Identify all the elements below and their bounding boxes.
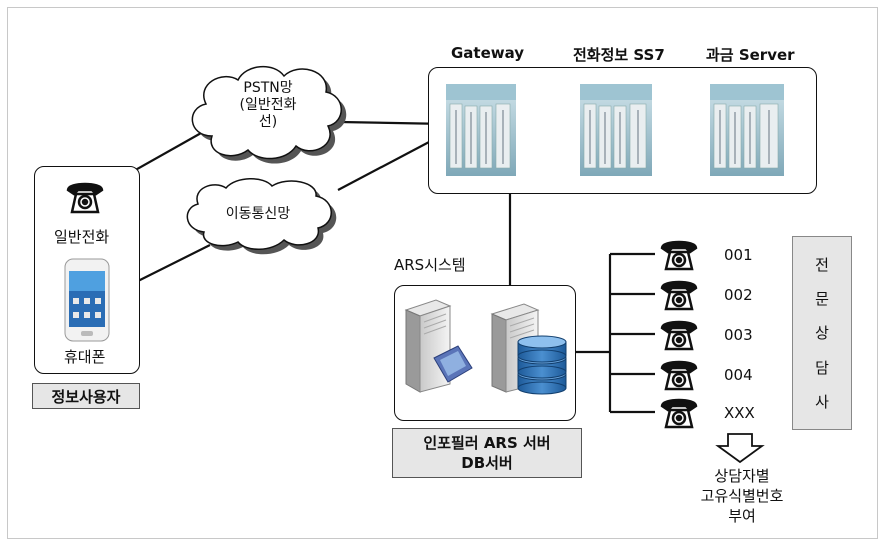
expert-char: 사 bbox=[815, 393, 829, 412]
agent-code-label: XXX bbox=[724, 404, 755, 422]
agent-code-label: 002 bbox=[724, 286, 753, 304]
expert-counselor-panel: 전 문 상 담 사 bbox=[792, 236, 852, 430]
info-user-plate: 정보사용자 bbox=[32, 383, 140, 409]
ars-server-plate: 인포필러 ARS 서버 DB서버 bbox=[392, 428, 582, 478]
billing-label: 과금 Server bbox=[706, 46, 795, 64]
ss7-label: 전화정보 SS7 bbox=[573, 46, 665, 64]
ars-db-server-icon bbox=[404, 299, 567, 395]
down-arrow-icon bbox=[715, 433, 765, 464]
billing-server-icon bbox=[710, 84, 784, 176]
agent-code-label: 003 bbox=[724, 326, 753, 344]
agent-code-label: 004 bbox=[724, 366, 753, 384]
agent-phone-icon bbox=[660, 280, 698, 311]
ss7-server-icon bbox=[580, 84, 652, 176]
gateway-server-icon bbox=[446, 84, 516, 176]
expert-char: 문 bbox=[815, 290, 829, 309]
pstn-cloud-label: PSTN망 (일반전화 선) bbox=[239, 80, 297, 130]
ars-system-title: ARS시스템 bbox=[394, 256, 466, 274]
agent-phone-icon bbox=[660, 240, 698, 271]
cloud-mobile bbox=[186, 178, 337, 255]
gateway-label: Gateway bbox=[451, 44, 525, 62]
mobile-label: 휴대폰 bbox=[64, 348, 106, 366]
landline-phone-icon bbox=[66, 182, 104, 214]
expert-char: 담 bbox=[815, 358, 829, 377]
agent-code-label: 001 bbox=[724, 246, 753, 264]
agent-phone-icon bbox=[660, 398, 698, 429]
mobile-phone-icon bbox=[64, 258, 110, 342]
outer-frame bbox=[7, 7, 878, 539]
expert-char: 전 bbox=[815, 255, 829, 274]
mobile-network-label: 이동통신망 bbox=[225, 206, 291, 222]
agent-phone-icon bbox=[660, 320, 698, 351]
landline-label: 일반전화 bbox=[54, 228, 110, 246]
cloud-pstn bbox=[191, 66, 347, 164]
footnote-text: 상담자별 고유식별번호 부여 bbox=[700, 467, 784, 525]
expert-char: 상 bbox=[815, 324, 829, 343]
agent-phone-icon bbox=[660, 360, 698, 391]
